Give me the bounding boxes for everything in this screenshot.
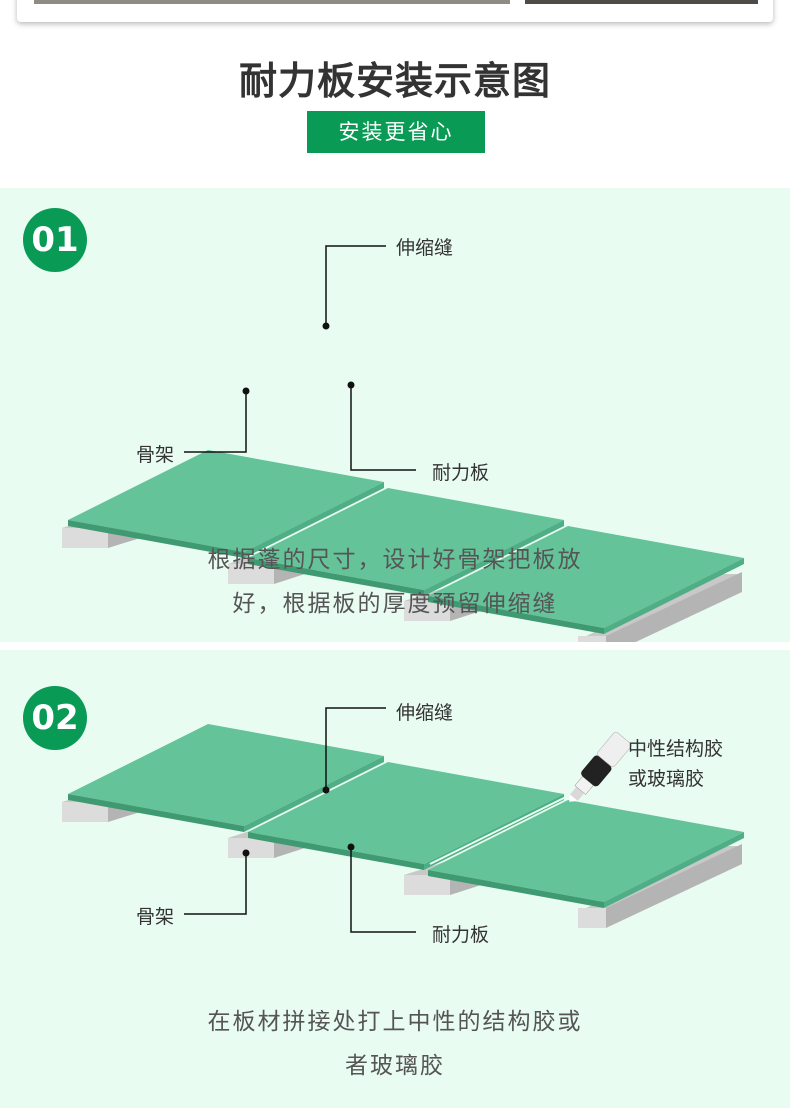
board-panel: [428, 800, 744, 908]
photo-right: [525, 0, 758, 4]
board-dot: [347, 381, 355, 389]
board-panel: [68, 724, 384, 832]
expansion-joint-dot: [322, 322, 330, 330]
step-1-badge: 01: [23, 208, 87, 272]
glue-label-line1: 中性结构胶: [628, 738, 724, 760]
glue-label-line2: 或玻璃胶: [628, 768, 705, 790]
caption-line: 在板材拼接处打上中性的结构胶或: [207, 1009, 583, 1035]
expansion-joint-label: 伸缩缝: [396, 702, 454, 724]
board-panel: [68, 450, 384, 558]
board-panel: [248, 488, 564, 596]
frame-label: 骨架: [136, 906, 175, 928]
step-1-caption: 根据蓬的尺寸，设计好骨架把板放 好，根据板的厚度预留伸缩缝: [0, 538, 790, 626]
previous-section-edge: [0, 0, 790, 30]
glue-tube-icon: [569, 731, 632, 802]
caption-line: 根据蓬的尺寸，设计好骨架把板放: [207, 547, 583, 573]
step-2-caption: 在板材拼接处打上中性的结构胶或 者玻璃胶: [0, 1000, 790, 1088]
step-2-diagram: [62, 707, 744, 933]
expansion-joint-dot: [322, 786, 330, 794]
frame-dot: [242, 849, 250, 857]
board-label: 耐力板: [432, 924, 490, 946]
callout-lines: [184, 245, 416, 471]
glue-seam: [429, 795, 569, 865]
caption-line: 好，根据板的厚度预留伸缩缝: [232, 591, 558, 617]
board-dot: [347, 843, 355, 851]
board-panel: [428, 526, 744, 634]
page-title: 耐力板安装示意图: [238, 59, 551, 103]
frame-label: 骨架: [136, 444, 175, 466]
expansion-joint-label: 伸缩缝: [396, 237, 454, 259]
step-1-panel: 01: [0, 188, 790, 642]
board-label: 耐力板: [432, 462, 490, 484]
frame-dot: [242, 387, 250, 395]
step-2-badge: 02: [23, 686, 87, 750]
photo-card: [17, 0, 773, 22]
caption-line: 者玻璃胶: [345, 1053, 445, 1079]
step-1-diagram: [62, 245, 744, 642]
photo-left: [34, 0, 510, 4]
subtitle-tag: 安装更省心: [307, 111, 485, 153]
step-2-panel: 02: [0, 650, 790, 1108]
callout-lines: [184, 707, 416, 933]
